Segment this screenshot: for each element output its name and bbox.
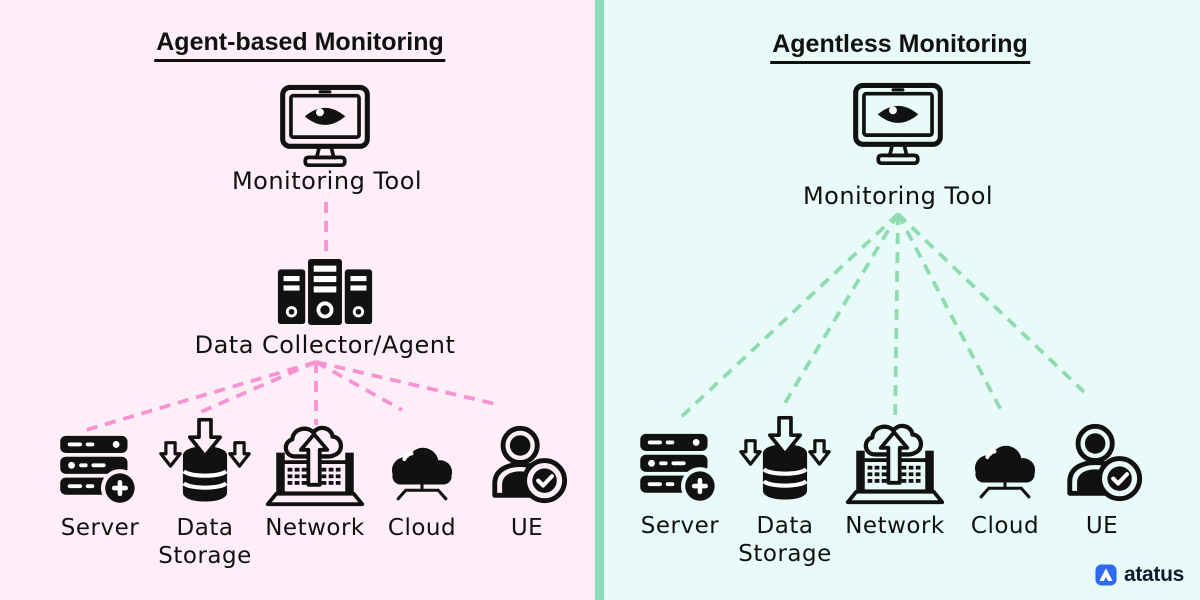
- agentless-panel: Agentless Monitoring Monitoring Tool Ser…: [604, 0, 1200, 600]
- cloud-icon: [380, 440, 464, 508]
- device-label: Data Storage: [158, 515, 252, 570]
- left-panel-title: Agent-based Monitoring: [154, 28, 446, 62]
- device-ue: UE: [1035, 414, 1169, 540]
- panel-divider: [595, 0, 604, 600]
- device-label: Data Storage: [738, 513, 832, 568]
- monitoring-tool-label: Monitoring Tool: [802, 182, 994, 210]
- device-network: Network: [248, 416, 382, 542]
- server-icon: [640, 432, 720, 506]
- device-label: Cloud: [387, 515, 457, 541]
- monitor-eye-icon: [279, 84, 371, 170]
- device-label: Server: [640, 513, 720, 539]
- device-label: Network: [265, 515, 365, 541]
- device-label: Cloud: [970, 513, 1040, 539]
- monitoring-tool-label: Monitoring Tool: [231, 167, 423, 195]
- brand-name: atatus: [1123, 563, 1184, 586]
- device-data-storage: Data Storage: [138, 416, 272, 570]
- device-cloud: Cloud: [938, 414, 1072, 540]
- device-ue: UE: [460, 416, 594, 542]
- device-label: UE: [1085, 513, 1119, 539]
- server-icon: [60, 434, 140, 508]
- device-network: Network: [828, 414, 962, 540]
- device-server: Server: [613, 414, 747, 540]
- atatus-logo-icon: [1095, 564, 1117, 586]
- monitor-eye-icon: [852, 82, 944, 168]
- data-storage-icon: [739, 414, 831, 506]
- device-label: Network: [845, 513, 945, 539]
- device-label: UE: [510, 515, 544, 541]
- data-storage-icon: [159, 416, 251, 508]
- data-collector-label: Data Collector/Agent: [194, 331, 456, 359]
- right-panel-title: Agentless Monitoring: [770, 30, 1030, 64]
- device-label: Server: [60, 515, 140, 541]
- network-icon: [843, 418, 947, 506]
- data-collector-icon: [276, 256, 374, 328]
- user-check-icon: [484, 422, 570, 508]
- agent-based-panel: Agent-based Monitoring Monitoring Tool D…: [0, 0, 595, 600]
- device-data-storage: Data Storage: [718, 414, 852, 568]
- network-icon: [263, 420, 367, 508]
- brand-watermark: atatus: [1095, 563, 1184, 587]
- device-cloud: Cloud: [355, 416, 489, 542]
- device-server: Server: [33, 416, 167, 542]
- user-check-icon: [1059, 420, 1145, 506]
